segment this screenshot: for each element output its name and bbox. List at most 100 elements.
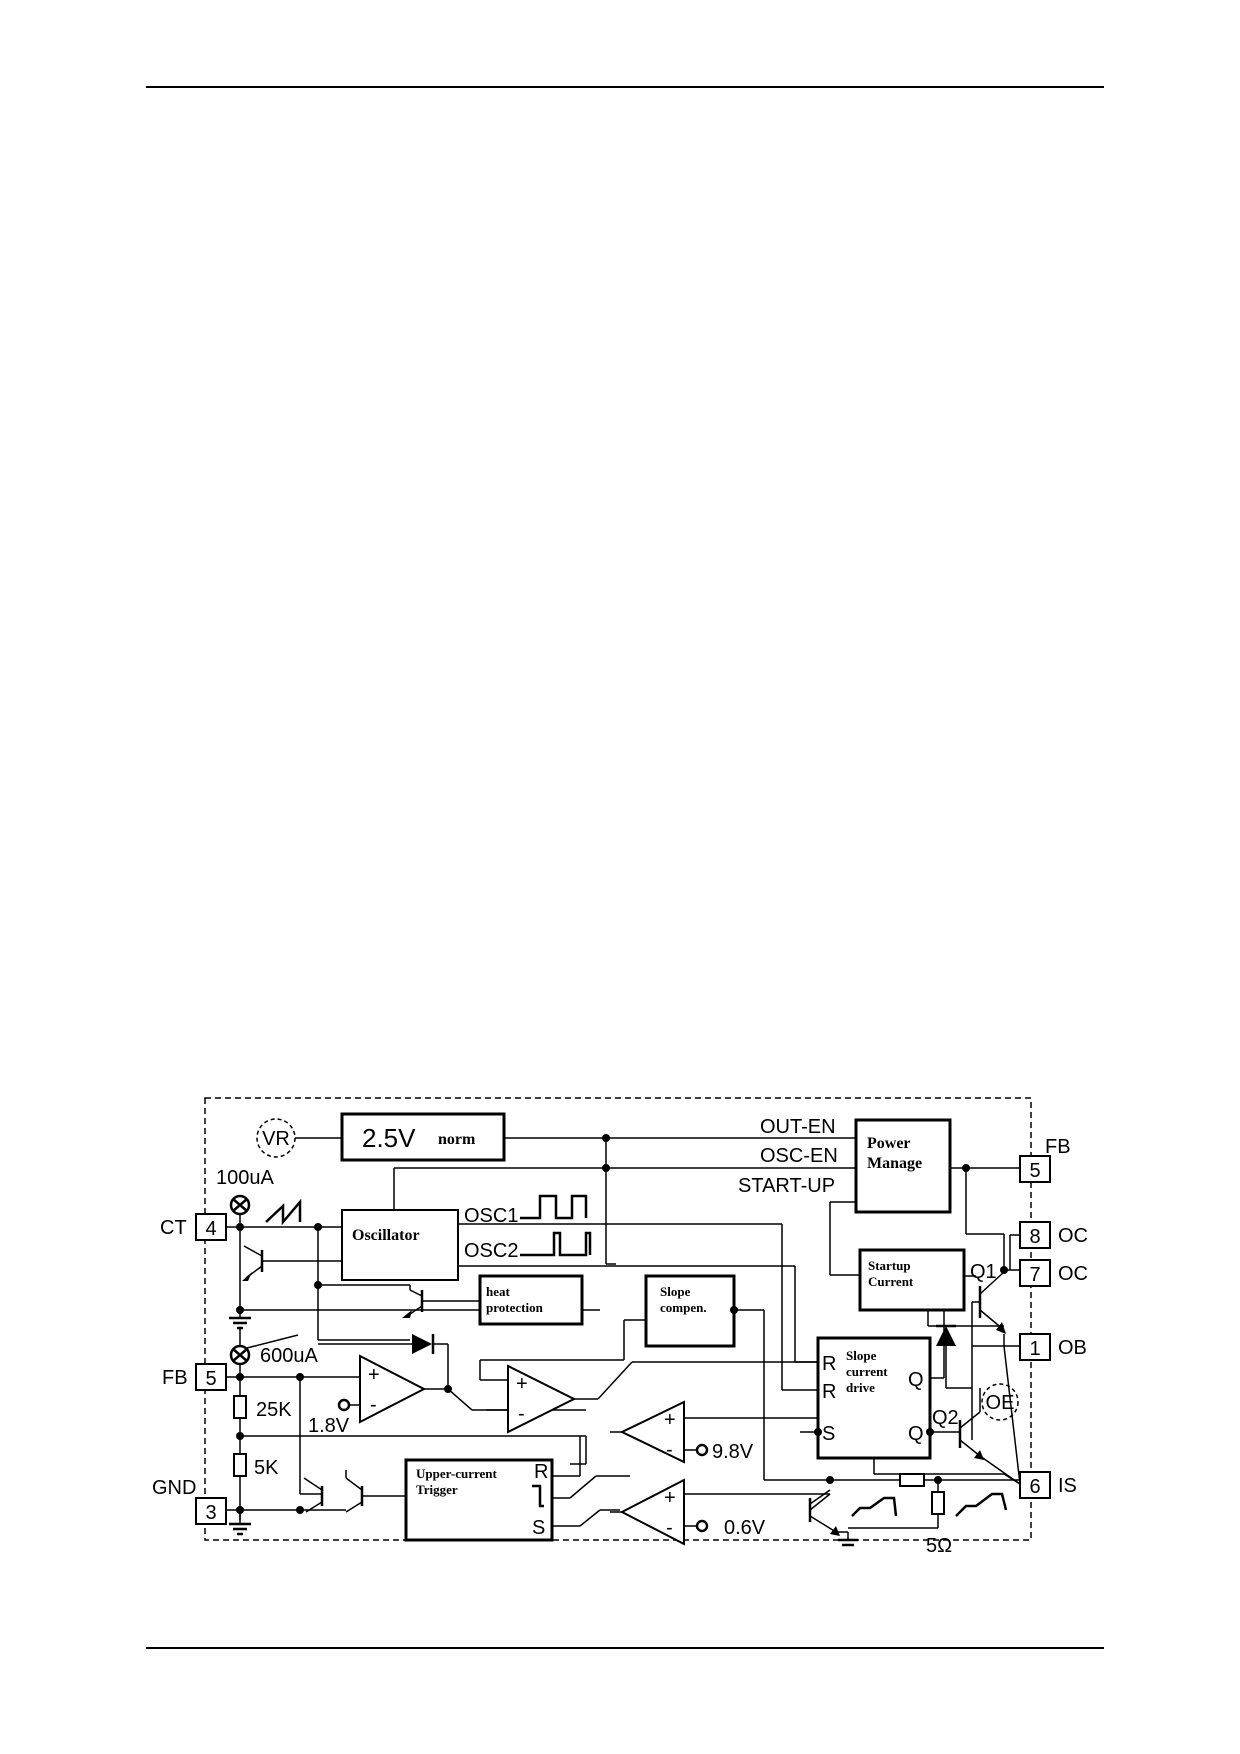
footer-rule — [146, 1647, 1104, 1649]
ic-boundary — [204, 1097, 1032, 1541]
resistor-5k — [233, 1453, 247, 1477]
latch-q2: Q — [908, 1423, 924, 1445]
osc2-waveform — [520, 1231, 592, 1257]
upper-trigger-line2: Trigger — [416, 1482, 458, 1497]
pin-7-number: 7 — [1029, 1264, 1040, 1286]
r-top-label: 25K — [256, 1399, 292, 1421]
osc1-label: OSC1 — [464, 1205, 518, 1227]
oc-comp-minus: - — [666, 1517, 673, 1539]
out-en-label: OUT-EN — [760, 1116, 836, 1138]
pin-4-name: CT — [160, 1217, 187, 1239]
fb-diode — [412, 1334, 432, 1354]
resistor-25k — [233, 1395, 247, 1419]
latch-s: S — [822, 1423, 835, 1445]
pin-3 — [195, 1497, 227, 1525]
pin-6 — [1019, 1471, 1051, 1499]
pwm-comp-plus: + — [516, 1373, 528, 1395]
pin-8-name: OC — [1058, 1225, 1088, 1247]
v-ref-fb-terminal — [337, 1398, 351, 1412]
reference-suffix: norm — [438, 1131, 476, 1148]
sawtooth-waveform — [265, 1198, 302, 1226]
pin-4 — [195, 1213, 227, 1241]
start-up-label: START-UP — [738, 1175, 835, 1197]
pin-2-name: FB — [1045, 1136, 1071, 1158]
pin-3-number: 3 — [205, 1502, 216, 1524]
overcurrent-comparator — [619, 1478, 685, 1546]
upper-current-trigger-block — [404, 1458, 554, 1542]
latch-q1: Q — [908, 1369, 924, 1391]
osc2-label: OSC2 — [464, 1240, 518, 1262]
oscillator-block — [341, 1209, 459, 1281]
v-ref-mid-label: 9.8V — [712, 1441, 754, 1463]
resistor-series — [899, 1473, 925, 1487]
pin-4-number: 4 — [205, 1218, 216, 1240]
r-bottom-label: 5K — [254, 1457, 279, 1479]
i-fb-label: 600uA — [260, 1345, 318, 1367]
slope-drive-line3: drive — [846, 1380, 875, 1395]
i-ct-label: 100uA — [216, 1167, 274, 1189]
trigger-r-pin: R — [534, 1461, 548, 1483]
slope-current-drive-block — [816, 1336, 932, 1460]
pin-5-number: 5 — [205, 1368, 216, 1390]
pin-2-number: 5 — [1029, 1160, 1040, 1182]
pin-2 — [1019, 1155, 1051, 1183]
fb-comp-minus: - — [370, 1394, 377, 1416]
vr-label: VR — [262, 1128, 290, 1150]
vcc-comparator — [619, 1400, 685, 1464]
reference-block — [340, 1112, 506, 1162]
slope-drive-line2: current — [846, 1364, 888, 1379]
fb-comparator — [359, 1354, 427, 1424]
pin-6-name: IS — [1058, 1475, 1077, 1497]
vcc-comp-minus: - — [666, 1439, 673, 1461]
pin-1-name: OB — [1058, 1337, 1087, 1359]
pin-3-name: GND — [152, 1477, 196, 1499]
r-sense-label: 5Ω — [926, 1535, 952, 1557]
pin-7-name: OC — [1058, 1263, 1088, 1285]
osc-en-label: OSC-EN — [760, 1145, 838, 1167]
heat-protection-block — [478, 1274, 584, 1326]
power-manage-title: Power — [867, 1135, 911, 1152]
startup-current-block — [858, 1248, 966, 1312]
v-ref-low-label: 0.6V — [724, 1517, 766, 1539]
q2-label: Q2 — [932, 1407, 959, 1429]
vcc-comp-plus: + — [664, 1409, 676, 1431]
sense-waveform-1 — [851, 1496, 898, 1517]
oe-node — [981, 1383, 1019, 1421]
latch-r1: R — [822, 1353, 836, 1375]
reference-voltage: 2.5V — [362, 1123, 416, 1153]
pin-1-number: 1 — [1029, 1338, 1040, 1360]
resistor-sense — [931, 1491, 945, 1515]
heat-protection-line1: heat — [486, 1284, 511, 1299]
oe-label: OE — [986, 1392, 1015, 1414]
slope-compen-line2: compen. — [660, 1300, 707, 1315]
pin-7 — [1019, 1259, 1051, 1287]
slope-compen-line1: Slope — [660, 1284, 691, 1299]
heat-protection-line2: protection — [486, 1300, 544, 1315]
v-ref-low-terminal — [695, 1519, 709, 1533]
pwm-comparator — [507, 1364, 577, 1434]
fb-comp-plus: + — [368, 1364, 380, 1386]
ob-diode — [936, 1326, 956, 1346]
osc1-waveform — [520, 1194, 588, 1220]
pin-5 — [195, 1363, 227, 1391]
header-rule — [146, 86, 1104, 88]
pin-5-name: FB — [162, 1367, 188, 1389]
trigger-s-pin: S — [532, 1517, 545, 1539]
startup-current-line1: Startup — [868, 1258, 911, 1273]
q1-label: Q1 — [970, 1261, 997, 1283]
pin-8-number: 8 — [1029, 1226, 1040, 1248]
pwm-comp-minus: - — [518, 1403, 525, 1425]
power-manage-block — [854, 1118, 952, 1214]
pin-6-number: 6 — [1029, 1476, 1040, 1498]
v-ref-mid-terminal — [695, 1443, 709, 1457]
slope-drive-line1: Slope — [846, 1348, 877, 1363]
oc-comp-plus: + — [664, 1487, 676, 1509]
power-manage-subtitle: Manage — [867, 1155, 922, 1172]
sense-waveform-2 — [955, 1492, 1008, 1517]
v-ref-fb-label: 1.8V — [308, 1415, 350, 1437]
pin-1 — [1019, 1333, 1051, 1361]
upper-trigger-line1: Upper-current — [416, 1466, 498, 1481]
startup-current-line2: Current — [868, 1274, 914, 1289]
latch-r2: R — [822, 1381, 836, 1403]
